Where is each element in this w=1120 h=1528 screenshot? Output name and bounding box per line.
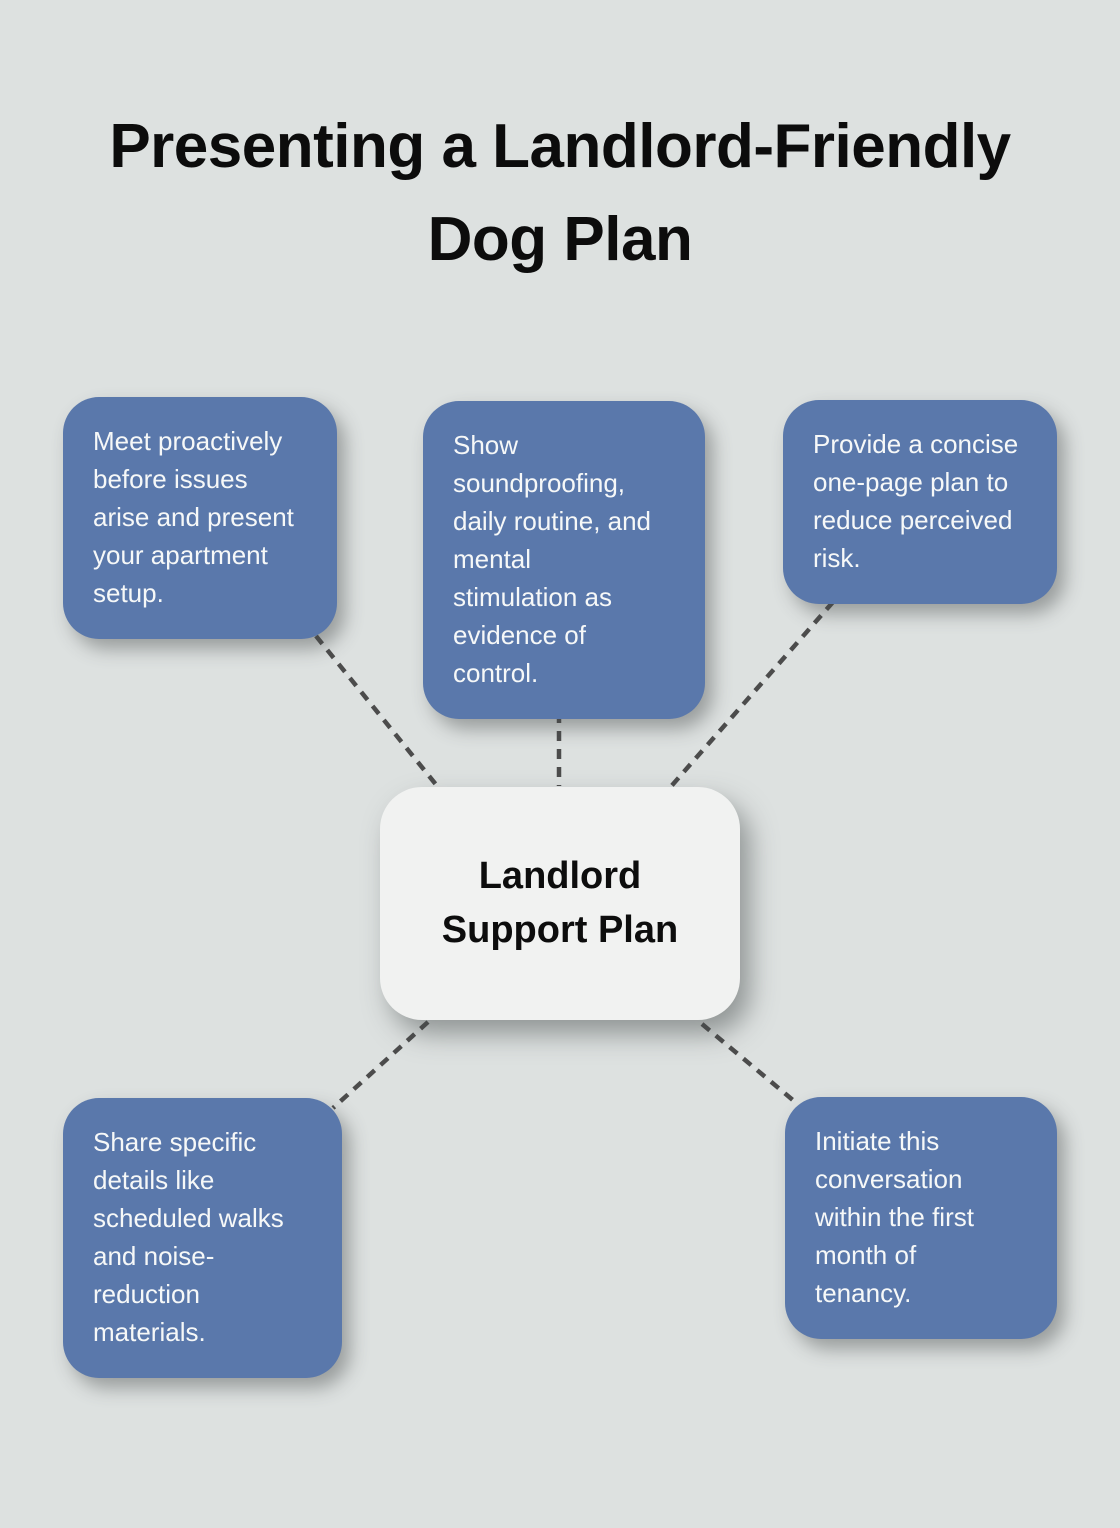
page-title: Presenting a Landlord-Friendly Dog Plan (109, 112, 1011, 274)
connector-bottom-left (331, 1020, 430, 1110)
node-share-details-text: Share specific details like scheduled wa… (93, 1127, 284, 1347)
node-share-details: Share specific details like scheduled wa… (63, 1098, 342, 1378)
node-one-page-plan-text: Provide a concise one-page plan to reduc… (813, 429, 1019, 573)
node-initiate-conversation: Initiate this conversation within the fi… (785, 1097, 1057, 1339)
node-meet-proactively-text: Meet proactively before issues arise and… (93, 426, 294, 608)
node-show-evidence: Show soundproofing, daily routine, and m… (423, 401, 705, 719)
center-node-landlord-support-plan: Landlord Support Plan (380, 787, 740, 1020)
center-node-label: Landlord Support Plan (441, 855, 679, 951)
connector-top-left (314, 634, 444, 794)
node-show-evidence-text: Show soundproofing, daily routine, and m… (453, 430, 652, 688)
connector-top-right (665, 600, 835, 793)
connector-bottom-right (700, 1022, 796, 1103)
node-meet-proactively: Meet proactively before issues arise and… (63, 397, 337, 639)
node-initiate-conversation-text: Initiate this conversation within the fi… (815, 1126, 974, 1308)
node-one-page-plan: Provide a concise one-page plan to reduc… (783, 400, 1057, 604)
